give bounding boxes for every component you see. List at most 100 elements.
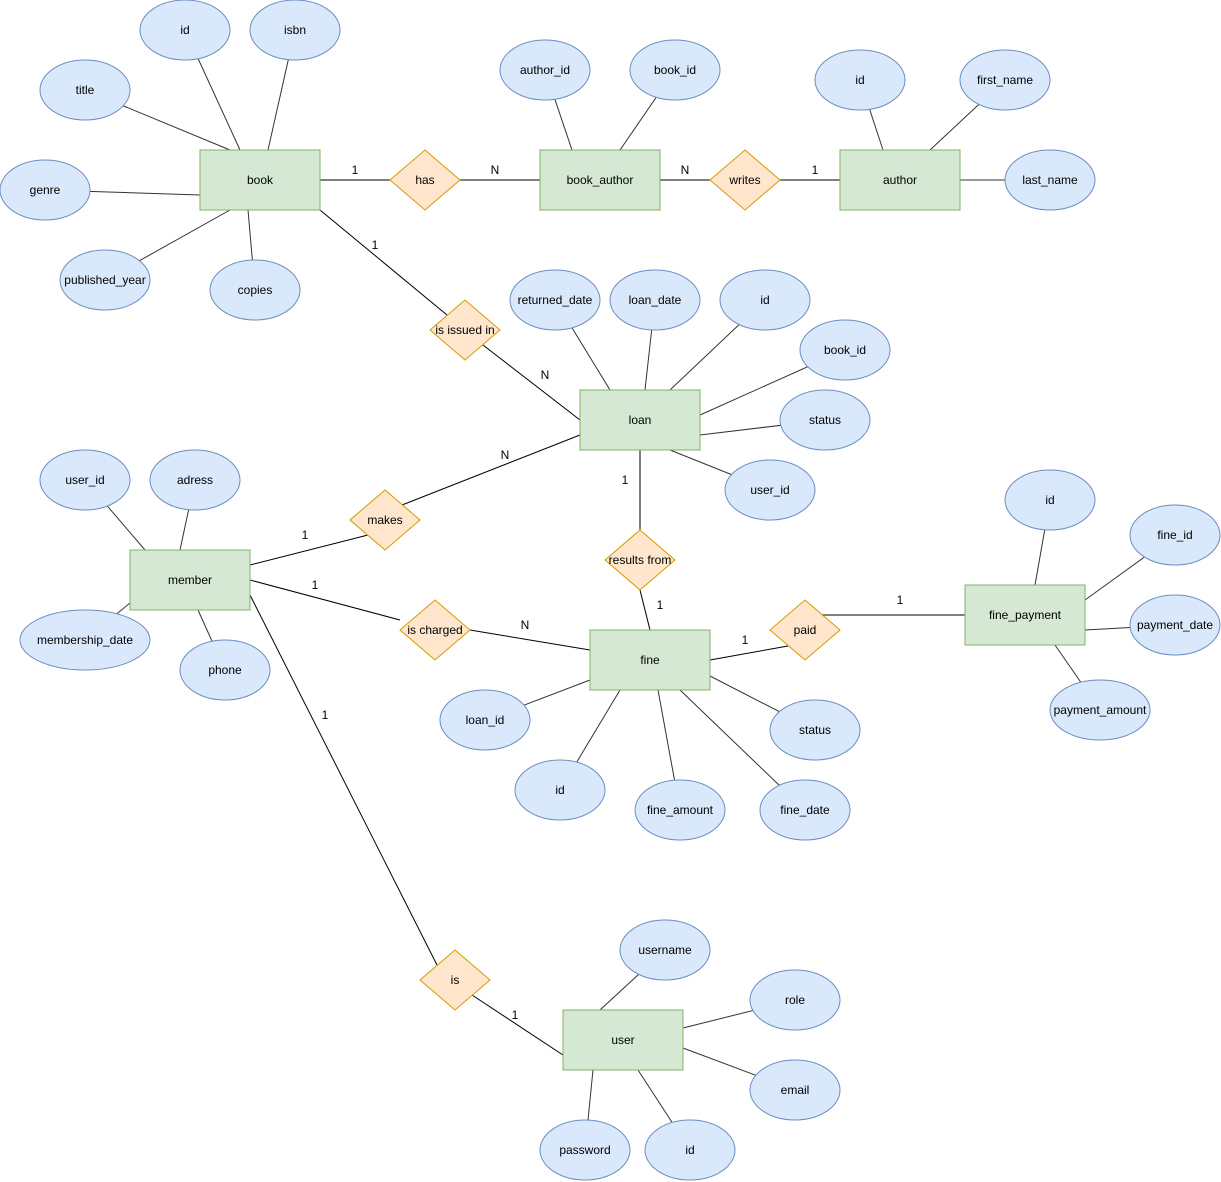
relationship-label: is issued in	[435, 323, 494, 337]
entity-box	[964, 584, 1086, 646]
attribute-member-membership_date[interactable]: membership_date	[19, 609, 151, 671]
relationship-diamond	[429, 299, 501, 361]
attribute-fine_payment-payment_date[interactable]: payment_date	[1129, 594, 1221, 656]
attribute-member-phone[interactable]: phone	[179, 639, 271, 701]
attribute-label: id	[180, 23, 189, 37]
attribute-book_author-book_id[interactable]: book_id	[629, 39, 721, 101]
attribute-book_author-author_id[interactable]: author_id	[499, 39, 591, 101]
relationship-label: has	[415, 173, 434, 187]
attribute-book-copies[interactable]: copies	[209, 259, 301, 321]
attribute-ellipse	[139, 0, 231, 61]
entity-label: fine_payment	[989, 608, 1062, 622]
relationship-diamond	[604, 529, 676, 591]
attribute-loan-user_id[interactable]: user_id	[724, 459, 816, 521]
attribute-user-role[interactable]: role	[749, 969, 841, 1031]
relationship-writes[interactable]: writes	[709, 149, 781, 211]
relationship-label: is charged	[407, 623, 462, 637]
attribute-ellipse	[0, 159, 91, 221]
entity-book_author[interactable]: book_author	[539, 149, 661, 211]
attribute-fine-fine_date[interactable]: fine_date	[759, 779, 851, 841]
entity-label: author	[883, 173, 917, 187]
entity-author[interactable]: author	[839, 149, 961, 211]
attribute-book-title[interactable]: title	[39, 59, 131, 121]
attribute-book-published_year[interactable]: published_year	[59, 249, 151, 311]
attribute-member-adress[interactable]: adress	[149, 449, 241, 511]
attribute-loan-status[interactable]: status	[779, 389, 871, 451]
relationship-connector	[319, 209, 448, 316]
relationship-makes[interactable]: makes	[349, 489, 421, 551]
relationship-is_issued_in[interactable]: is issued in	[429, 299, 501, 361]
attribute-ellipse	[1004, 149, 1096, 211]
attribute-fine-status[interactable]: status	[769, 699, 861, 761]
entity-fine_payment[interactable]: fine_payment	[964, 584, 1086, 646]
attribute-ellipse	[814, 49, 906, 111]
attribute-label: status	[799, 723, 831, 737]
relationship-connector	[639, 589, 651, 631]
attribute-loan-loan_date[interactable]: loan_date	[609, 269, 701, 331]
attribute-loan-id[interactable]: id	[719, 269, 811, 331]
relationship-label: writes	[728, 173, 760, 187]
attribute-user-id[interactable]: id	[644, 1119, 736, 1181]
attribute-user-email[interactable]: email	[749, 1059, 841, 1121]
attribute-user-username[interactable]: username	[619, 919, 711, 981]
cardinality-label: N	[521, 618, 530, 632]
attribute-label: phone	[208, 663, 242, 677]
attribute-label: user_id	[750, 483, 789, 497]
attribute-ellipse	[959, 49, 1051, 111]
attribute-ellipse	[779, 389, 871, 451]
attribute-loan-book_id[interactable]: book_id	[799, 319, 891, 381]
attribute-label: book_id	[824, 343, 866, 357]
attribute-author-last_name[interactable]: last_name	[1004, 149, 1096, 211]
attribute-author-first_name[interactable]: first_name	[959, 49, 1051, 111]
attribute-fine_payment-id[interactable]: id	[1004, 469, 1096, 531]
attribute-fine_payment-fine_id[interactable]: fine_id	[1129, 504, 1221, 566]
relationship-is[interactable]: is	[419, 949, 491, 1011]
relationship-connector	[469, 629, 591, 651]
attribute-ellipse	[1129, 504, 1221, 566]
attribute-member-user_id[interactable]: user_id	[39, 449, 131, 511]
relationship-has[interactable]: has	[389, 149, 461, 211]
cardinality-label: 1	[742, 633, 749, 647]
attribute-ellipse	[509, 269, 601, 331]
attribute-user-password[interactable]: password	[539, 1119, 631, 1181]
relationship-results_from[interactable]: results from	[604, 529, 676, 591]
entity-fine[interactable]: fine	[589, 629, 711, 691]
attribute-ellipse	[644, 1119, 736, 1181]
attribute-author-id[interactable]: id	[814, 49, 906, 111]
relationship-paid[interactable]: paid	[769, 599, 841, 661]
attribute-ellipse	[514, 759, 606, 821]
attribute-fine-fine_amount[interactable]: fine_amount	[634, 779, 726, 841]
relationship-is_charged[interactable]: is charged	[399, 599, 471, 661]
attribute-loan-returned_date[interactable]: returned_date	[509, 269, 601, 331]
attribute-book-id[interactable]: id	[139, 0, 231, 61]
cardinality-label: N	[491, 163, 500, 177]
cardinality-label: N	[501, 448, 510, 462]
entity-label: fine	[640, 653, 660, 667]
attribute-ellipse	[799, 319, 891, 381]
attribute-label: role	[785, 993, 805, 1007]
entity-book[interactable]: book	[199, 149, 321, 211]
attribute-fine-id[interactable]: id	[514, 759, 606, 821]
entity-loan[interactable]: loan	[579, 389, 701, 451]
attribute-label: returned_date	[518, 293, 593, 307]
attribute-book-genre[interactable]: genre	[0, 159, 91, 221]
relationship-connector	[709, 645, 789, 661]
attribute-book-isbn[interactable]: isbn	[249, 0, 341, 61]
attribute-label: status	[809, 413, 841, 427]
attribute-label: loan_id	[466, 713, 505, 727]
cardinality-label: 1	[657, 598, 664, 612]
relationship-diamond	[399, 599, 471, 661]
relationship-label: is	[451, 973, 460, 987]
attribute-label: id	[760, 293, 769, 307]
attribute-label: genre	[30, 183, 61, 197]
entity-user[interactable]: user	[562, 1009, 684, 1071]
attribute-fine-loan_id[interactable]: loan_id	[439, 689, 531, 751]
attribute-ellipse	[439, 689, 531, 751]
attribute-label: payment_amount	[1054, 703, 1147, 717]
attribute-fine_payment-payment_amount[interactable]: payment_amount	[1049, 679, 1151, 741]
attribute-label: username	[638, 943, 692, 957]
attribute-ellipse	[724, 459, 816, 521]
entity-member[interactable]: member	[129, 549, 251, 611]
relationship-connector	[471, 994, 564, 1056]
entity-box	[839, 149, 961, 211]
